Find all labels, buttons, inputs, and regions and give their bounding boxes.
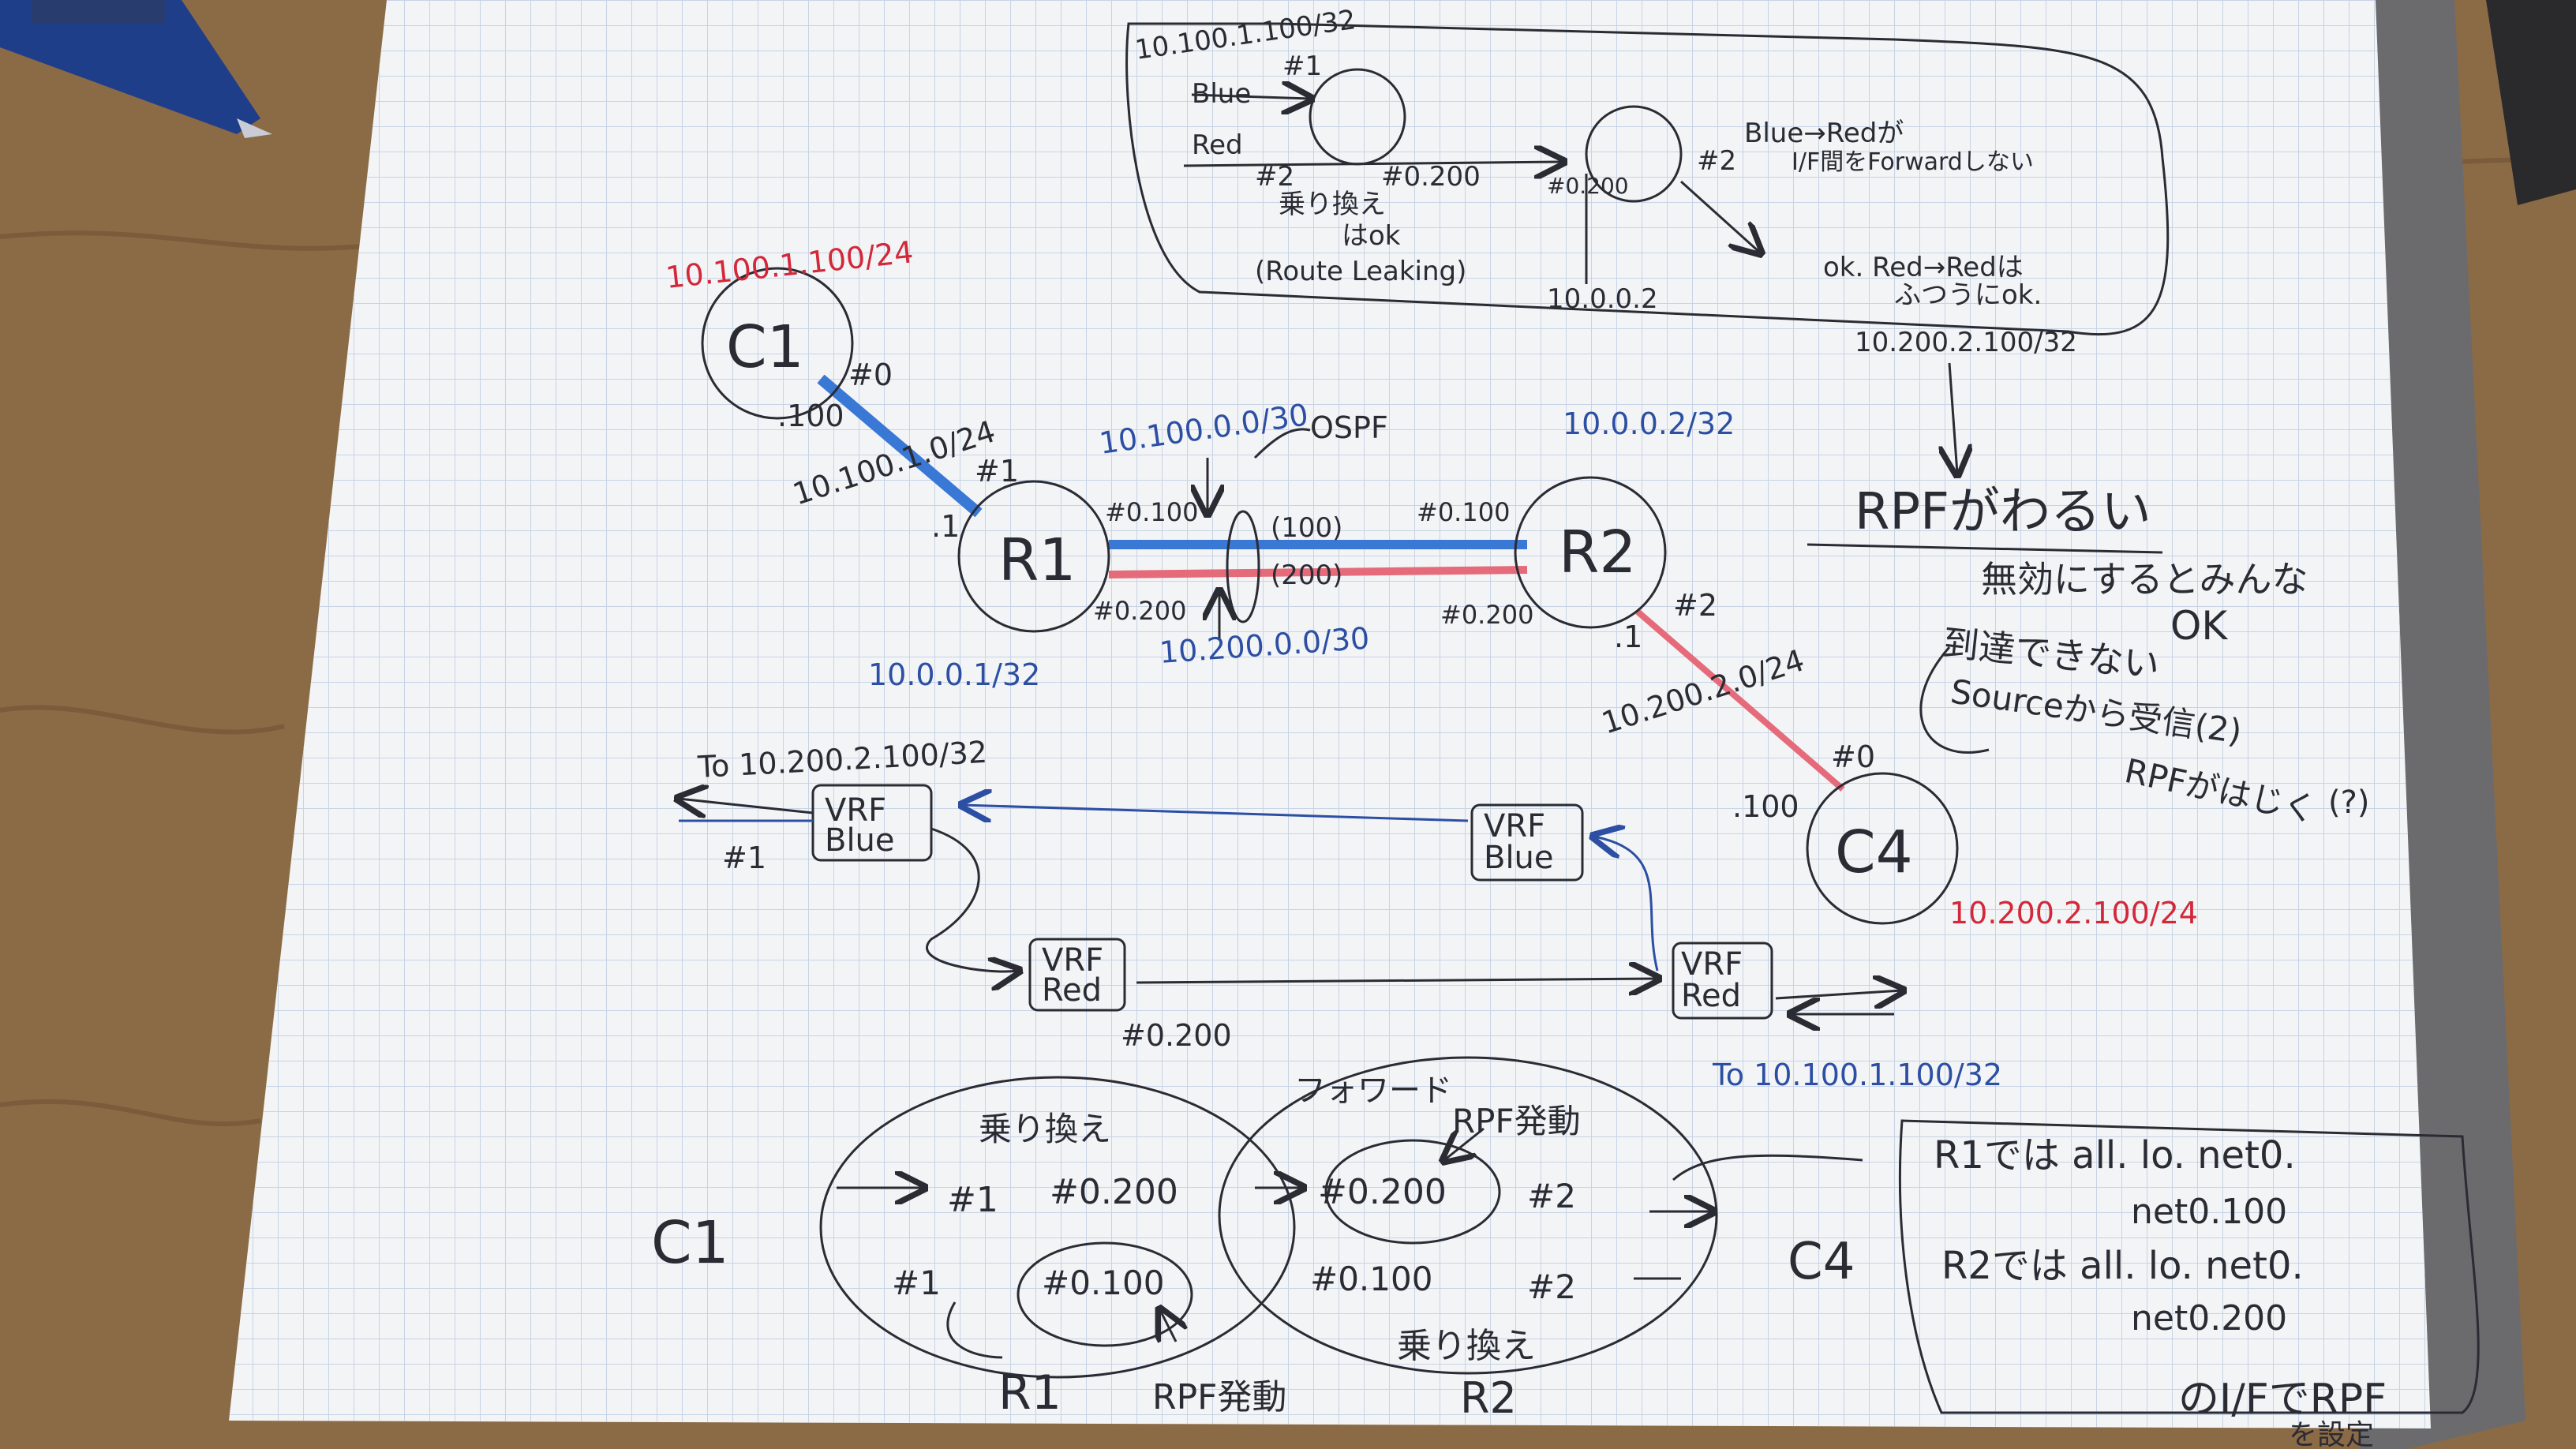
- top-leak: (Route Leaking): [1255, 256, 1466, 287]
- summary-line5: のI/FでRPF: [2178, 1376, 2387, 1423]
- cable: [2486, 0, 2576, 205]
- summary-line2: net0.100: [2131, 1192, 2287, 1232]
- r2-port2: #2: [1673, 588, 1717, 623]
- r2-label: R2: [1559, 519, 1637, 586]
- bottom-scribble: フォワード: [1294, 1073, 1452, 1109]
- c1-node: [701, 267, 854, 420]
- r1-vrf-red-box: [1028, 938, 1126, 1012]
- r2-vrf-blue-l2: Blue: [1484, 840, 1554, 876]
- r2-vrf-red-box: [1672, 942, 1773, 1020]
- bottom-swap-right: 乗り換え: [1397, 1326, 1536, 1366]
- bottom-port1: #1: [947, 1180, 998, 1220]
- c4-if: .100: [1732, 789, 1799, 824]
- top-note-box: [1125, 22, 2170, 474]
- r1-vrf-blue-l2: Blue: [825, 822, 895, 859]
- bottom-sub200: #0.200: [1050, 1172, 1178, 1212]
- r1-vrf-blue-box: [811, 784, 933, 862]
- top-ok: はok: [1342, 220, 1401, 252]
- top-swap: 乗り換え: [1279, 189, 1386, 220]
- bottom-r1: R1: [998, 1365, 1061, 1421]
- r1-r2-red-link: [1108, 566, 1528, 578]
- r2-node: [1514, 476, 1667, 629]
- r1-label: R1: [998, 526, 1076, 594]
- c4-port: #0: [1831, 739, 1875, 774]
- wood-grain: [0, 155, 2576, 1127]
- rpf-line5: (?): [2328, 784, 2369, 821]
- bottom-swap-left: 乗り換え: [979, 1110, 1111, 1148]
- r1-lan-if: .1: [931, 509, 960, 544]
- r1-port1: #1: [975, 454, 1019, 489]
- ospf-label: OSPF: [1310, 410, 1388, 445]
- r2-sub200: #0.200: [1440, 600, 1533, 630]
- c4-node: [1806, 772, 1959, 925]
- r1-sub100: #0.100: [1105, 497, 1198, 527]
- c1-port: #0: [848, 358, 893, 392]
- r2-c4-link: [1635, 608, 1845, 792]
- top-dest: 10.200.2.100/32: [1855, 327, 2077, 358]
- vrf-sub200: #0.200: [1121, 1018, 1232, 1053]
- summary-line4: net0.200: [2131, 1298, 2287, 1339]
- vrf-port1: #1: [722, 841, 766, 875]
- bottom-port2: #2: [1527, 1177, 1576, 1215]
- rpf-underline: [1807, 543, 2163, 554]
- r2-vrf-red-l2: Red: [1681, 978, 1741, 1014]
- bottom-c1: C1: [651, 1209, 729, 1277]
- top-blue: Blue: [1192, 78, 1251, 110]
- rpf-circle-left: [1017, 1241, 1193, 1347]
- bottom-c4: C4: [1788, 1233, 1855, 1291]
- top-r2-lo: 10.0.0.2: [1547, 283, 1658, 315]
- top-sub200: #0.200: [1381, 161, 1481, 193]
- summary-line6: を設定: [2289, 1419, 2374, 1449]
- r1-sub200: #0.200: [1093, 596, 1186, 626]
- bottom-sub200r: #0.200: [1318, 1172, 1447, 1212]
- r2-vrf-blue-l1: VRF: [1484, 808, 1545, 844]
- summary-line3: R2では all. lo. net0.: [1941, 1244, 2304, 1288]
- c4-host-address: 10.200.2.100/24: [1949, 896, 2198, 930]
- bottom-r2: R2: [1460, 1373, 1517, 1423]
- top-note4: ふつうにok.: [1894, 279, 2042, 311]
- summary-line1: R1では all. lo. net0.: [1934, 1133, 2296, 1178]
- c1-label: C1: [726, 313, 804, 381]
- bottom-sub100: #0.100: [1042, 1264, 1164, 1302]
- r2-loopback: 10.0.0.2/32: [1563, 406, 1735, 441]
- bottom-rpf-left: RPF発動: [1152, 1377, 1286, 1417]
- r1-vrf-red-l2: Red: [1042, 972, 1102, 1009]
- paper-grid: [229, 0, 2431, 1428]
- top-note3: ok. Red→Redは: [1823, 252, 2024, 283]
- c1-if: .100: [777, 399, 844, 433]
- vrf-to-bottom: To 10.100.1.100/32: [1712, 1058, 2002, 1092]
- ospf-ring: [1226, 510, 1260, 623]
- r1-bottom-ellipse: [819, 1076, 1296, 1379]
- rpf-line2: OK: [2170, 603, 2228, 649]
- rpf-circle-right: [1324, 1139, 1501, 1245]
- c1-r1-link: [817, 374, 983, 518]
- r1-loopback: 10.0.0.1/32: [868, 657, 1040, 692]
- top-red: Red: [1192, 129, 1243, 161]
- r2-vrf-red-l1: VRF: [1681, 946, 1743, 983]
- r2-sub100: #0.100: [1417, 497, 1510, 527]
- rpf-title: RPFがわるい: [1855, 483, 2151, 541]
- r1-node: [957, 480, 1110, 633]
- bottom-sub100r: #0.100: [1310, 1260, 1432, 1298]
- top-r2-port2: #2: [1697, 145, 1736, 177]
- top-note1: Blue→Redが: [1744, 118, 1904, 149]
- rpf-line1: 無効にするとみんな: [1981, 558, 2308, 601]
- r1-vrf-red-l1: VRF: [1042, 942, 1103, 979]
- bottom-port2b: #2: [1527, 1267, 1576, 1306]
- bottom-port1b: #1: [892, 1264, 941, 1302]
- vlan100: (100): [1271, 512, 1342, 544]
- r2-vrf-blue-box: [1470, 803, 1584, 882]
- bottom-rpf-right: RPF発動: [1452, 1102, 1581, 1140]
- summary-box: [1898, 1119, 2480, 1414]
- top-sub200b: #0.200: [1547, 173, 1629, 199]
- top-port1: #1: [1282, 51, 1322, 82]
- pen: [0, 0, 272, 138]
- r2-lan-if: .1: [1614, 620, 1642, 654]
- r1-vrf-blue-l1: VRF: [825, 792, 886, 829]
- vlan200: (200): [1271, 560, 1342, 591]
- top-port2: #2: [1255, 161, 1294, 193]
- top-note2: I/F間をForwardしない: [1792, 148, 2034, 176]
- c4-label: C4: [1835, 818, 1913, 886]
